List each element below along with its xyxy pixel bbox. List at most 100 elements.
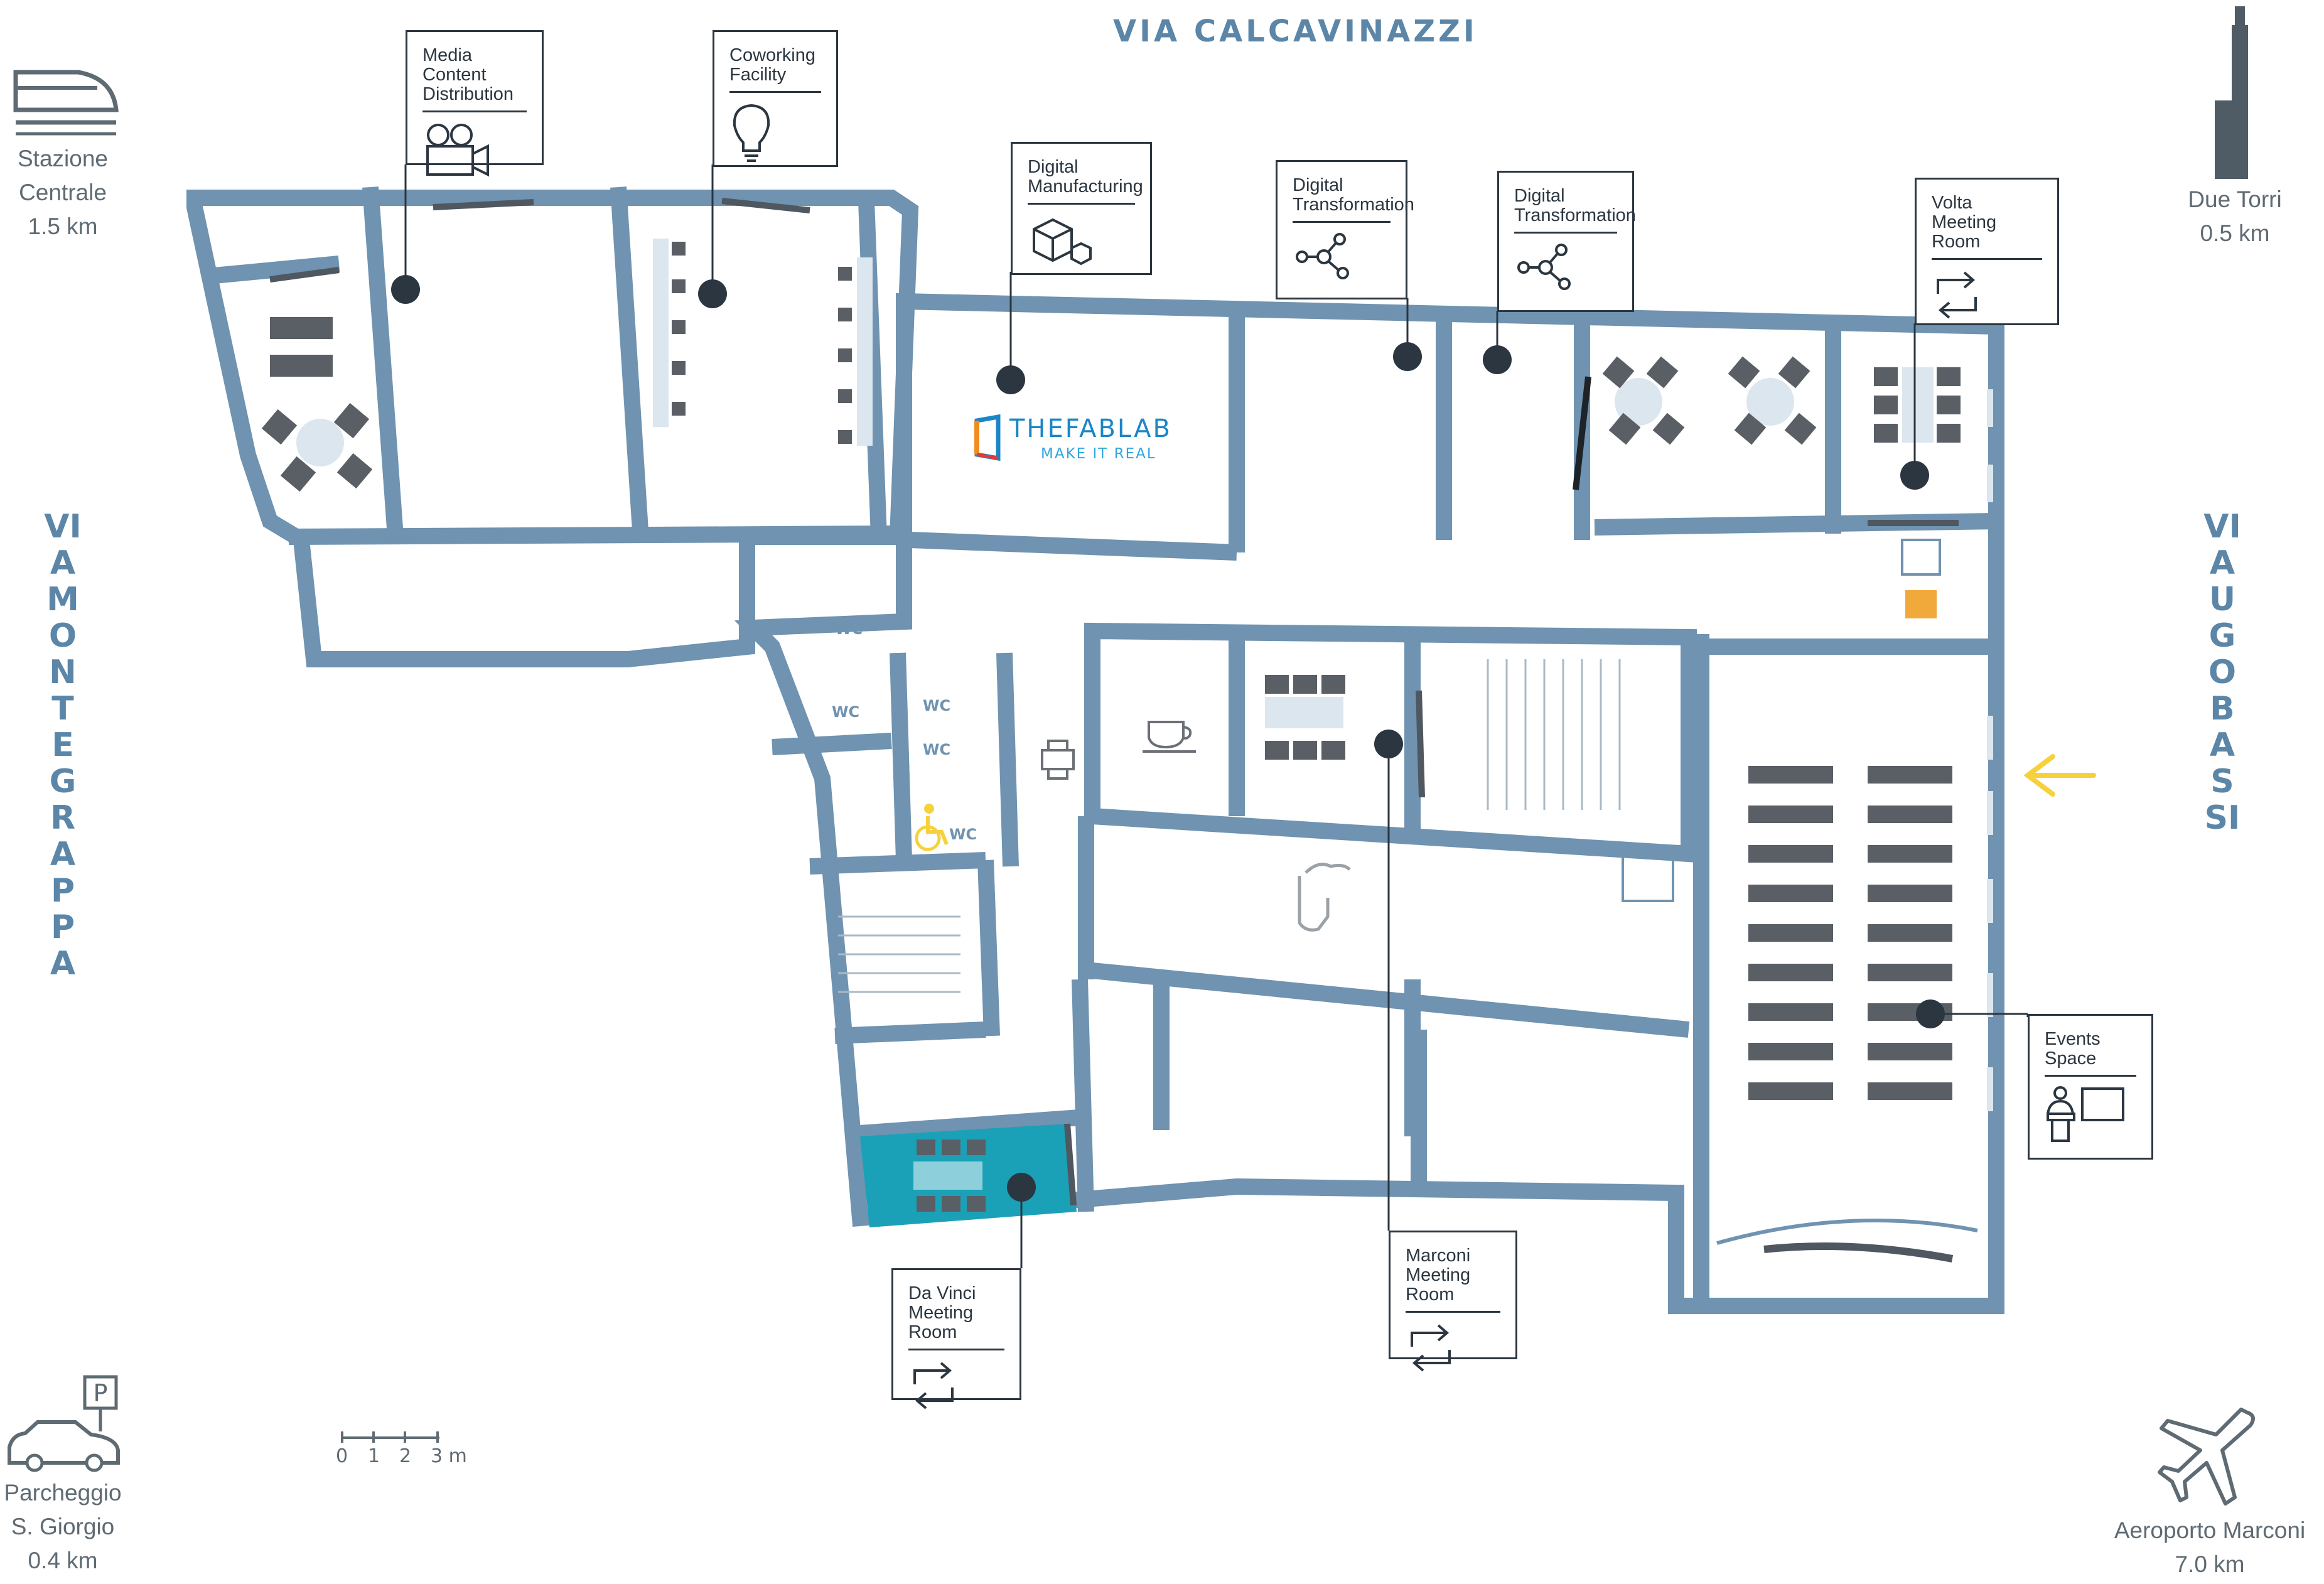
scale-tick-0: 0 (336, 1445, 348, 1467)
landmark-towers: Due Torri 0.5 km (2160, 0, 2310, 251)
pin-volta[interactable] (1900, 461, 1929, 490)
callout-underline (1406, 1311, 1500, 1313)
parking-name: Parcheggio S. Giorgio (4, 1480, 122, 1539)
pin-transformation2[interactable] (1483, 345, 1512, 374)
screens (269, 198, 1959, 1263)
lightbulb-icon (733, 104, 770, 162)
callout-media-title: Media Content Distribution (422, 45, 514, 104)
fablab-name: THEFABLAB (1009, 414, 1172, 443)
network-icon (1517, 244, 1571, 290)
pin-manufacturing[interactable] (996, 365, 1025, 394)
callout-transformation1[interactable]: Digital Transformation (1276, 160, 1414, 299)
callout-underline (1932, 258, 2042, 260)
accessible-wc-icon (915, 804, 949, 851)
pin-transformation1[interactable] (1393, 342, 1422, 371)
cubes-icon (1033, 218, 1092, 266)
scale-bar (341, 1431, 439, 1443)
callout-marconi[interactable]: Marconi Meeting Room (1389, 1231, 1517, 1372)
airport-distance: 7.0 km (2175, 1551, 2245, 1577)
callout-manufacturing-title: Digital Manufacturing (1028, 157, 1143, 197)
parking-distance: 0.4 km (28, 1548, 98, 1573)
callout-events[interactable]: Events Space (2028, 1014, 2153, 1160)
window-marks (1987, 389, 1993, 1111)
pin-events[interactable] (1916, 999, 1945, 1028)
wc-label-1: WC (835, 620, 863, 638)
airport-name: Aeroporto Marconi (2114, 1517, 2306, 1543)
swap-arrows-icon (913, 1362, 954, 1409)
callout-davinci-title: Da Vinci Meeting Room (908, 1283, 976, 1342)
station-distance: 1.5 km (28, 213, 98, 239)
landmark-parking: P Parcheggio S. Giorgio 0.4 km (0, 1372, 126, 1578)
street-top: VIA CALCAVINAZZI (1113, 14, 1478, 49)
events-seating (1748, 766, 1952, 1100)
scale-tick-2: 2 (399, 1445, 412, 1467)
callout-events-title: Events Space (2045, 1029, 2101, 1069)
round-table (296, 419, 344, 466)
swap-arrows-icon (1937, 271, 1977, 319)
wc-label-3: WC (923, 697, 951, 714)
callout-coworking[interactable]: Coworking Facility (713, 30, 838, 167)
wc-label-2: WC (832, 703, 860, 721)
towers-distance: 0.5 km (2200, 220, 2270, 246)
westwing-furniture (261, 317, 373, 492)
landmark-airport: Aeroporto Marconi 7.0 km (2097, 1403, 2323, 1581)
box-icon (1905, 590, 1937, 618)
fablab-tagline: MAKE IT REAL (1041, 446, 1156, 462)
callout-underline (2045, 1075, 2136, 1077)
pin-coworking[interactable] (698, 279, 727, 308)
callout-underline (1293, 221, 1391, 223)
davinci-chairs (917, 1140, 986, 1212)
elevator-icon (1622, 849, 1674, 902)
wc-label-accessible: WC (949, 826, 977, 843)
building-walls (186, 186, 2004, 1314)
fablab-logo-mark (974, 414, 1001, 461)
entrance-arrow-icon (2023, 754, 2096, 797)
handwash-icon (1298, 863, 1351, 932)
parking-car-icon: P (8, 1375, 120, 1472)
callout-underline (908, 1349, 1004, 1350)
callout-underline (1514, 232, 1617, 234)
callout-manufacturing[interactable]: Digital Manufacturing (1011, 142, 1152, 275)
pin-marconi[interactable] (1374, 730, 1403, 758)
callout-media[interactable]: Media Content Distribution (406, 30, 544, 177)
callout-marconi-title: Marconi Meeting Room (1406, 1246, 1471, 1305)
train-icon (13, 70, 119, 136)
camera-icon (426, 124, 489, 177)
pin-media[interactable] (391, 275, 420, 304)
coffee-icon (1143, 721, 1196, 753)
tower-icon (2215, 6, 2248, 179)
callout-transformation2[interactable]: Digital Transformation (1497, 171, 1636, 312)
coworking-desks (672, 242, 852, 444)
davinci-table (913, 1161, 982, 1190)
towers-name: Due Torri (2188, 186, 2282, 212)
callout-underline (422, 110, 527, 112)
stairs (838, 659, 1621, 993)
scale-tick-1: 1 (368, 1445, 380, 1467)
street-left: VIA MONTEGRAPPA (44, 508, 82, 983)
leader-lines (404, 164, 2029, 1268)
callout-davinci[interactable]: Da Vinci Meeting Room (891, 1268, 1021, 1409)
network-icon (1296, 233, 1349, 279)
swap-arrows-icon (1411, 1324, 1451, 1372)
scale-tick-3: 3 m (431, 1445, 467, 1467)
callout-transformation2-title: Digital Transformation (1514, 186, 1636, 225)
landmark-station: Stazione Centrale 1.5 km (0, 60, 126, 244)
cloakroom-icon (1901, 539, 1941, 576)
svg-text:P: P (94, 1379, 108, 1407)
pin-davinci[interactable] (1007, 1173, 1036, 1202)
callout-underline (1028, 203, 1135, 205)
wc-label-4: WC (923, 741, 951, 758)
street-right: VIA UGO BASSI (2203, 508, 2241, 837)
speaker-podium-icon (2047, 1086, 2124, 1142)
callout-underline (729, 91, 821, 93)
callout-volta-title: Volta Meeting Room (1932, 193, 1997, 252)
airplane-icon (2158, 1408, 2255, 1506)
volta-furniture (1602, 356, 1961, 445)
callout-coworking-title: Coworking Facility (729, 45, 815, 85)
station-name: Stazione Centrale (18, 146, 108, 205)
callout-transformation1-title: Digital Transformation (1293, 175, 1414, 215)
marconi-furniture (1265, 675, 1345, 760)
callout-volta[interactable]: Volta Meeting Room (1915, 178, 2059, 325)
printer-icon (1041, 740, 1075, 780)
